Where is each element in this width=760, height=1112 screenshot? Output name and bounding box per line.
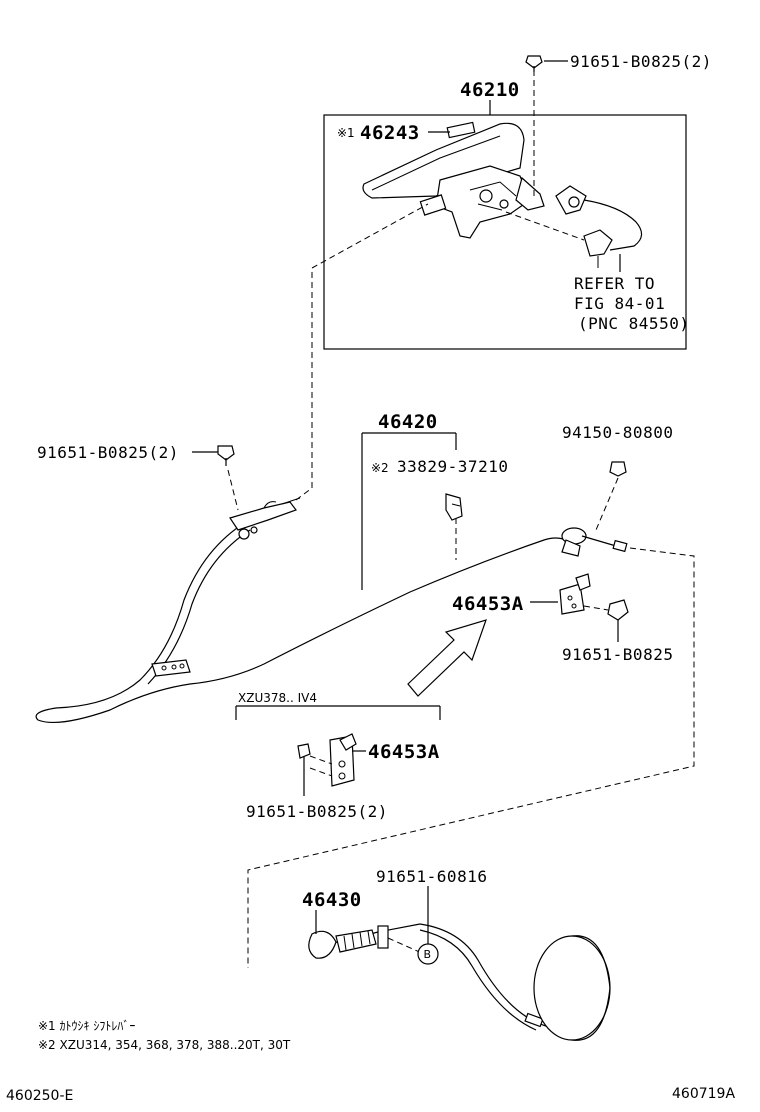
circle-b-icon [417,943,439,965]
lever-switch-drawing [555,185,643,272]
detail-arrow-icon [407,619,487,697]
nut-right-icon [595,461,627,531]
nut-right-label: 94150-80800 [562,423,673,442]
bolt-top-label: 91651-B0825(2) [570,52,712,71]
bolt-bottom-label: 91651-60816 [376,867,487,886]
cable-no3-drawing [308,910,611,1041]
bracket-lower-label: 46453A [368,741,440,763]
circle-b-label: B [424,948,432,961]
bolt-lower-label: 91651-B0825(2) [246,802,388,821]
clip-icon [445,493,463,521]
bolt-bracket-icon [607,599,629,642]
lever-assembly-group [323,70,687,350]
footer-right-code: 460719A [672,1086,735,1102]
bolt-bottom-leader: B [417,886,439,965]
cable-no1-label: 46420 [378,411,438,433]
clip-label: 33829-37210 [397,457,508,476]
note-1: ※1 ｶﾄｳｼｷ ｼﾌﾄﾚﾊﾞｰ [38,1019,135,1033]
variant-bracket [235,705,441,720]
bracket-upper-drawing [530,573,609,615]
bolt-left-label: 91651-B0825(2) [37,443,179,462]
cable-no3-label: 46430 [302,889,362,911]
refer-line-1: REFER TO [574,274,655,293]
bolt-lower-icon [297,743,311,796]
footer-left-code: 460250-E [6,1088,73,1104]
bolt-top-icon [525,55,568,72]
grip-mark: ※1 [337,126,355,140]
bolt-bracket-label: 91651-B0825 [562,645,673,664]
cable-no1-leader [361,432,457,590]
parking-lever-drawing [362,121,545,239]
grip-label: 46243 [360,122,420,144]
bracket-upper-label: 46453A [452,593,524,615]
bolt-left-icon [192,445,235,466]
lever-assy-label: 46210 [460,79,520,101]
note-2: ※2 XZU314, 354, 368, 378, 388..20T, 30T [38,1038,291,1052]
variant-header: XZU378.. IV4 [238,691,317,705]
refer-line-2: FIG 84-01 [574,294,665,313]
clip-mark: ※2 [371,461,389,475]
refer-line-3: (PNC 84550) [578,314,689,333]
bracket-lower-drawing [309,733,366,787]
cable-no1-drawing [35,497,628,724]
lever-assembly-frame [323,114,687,350]
